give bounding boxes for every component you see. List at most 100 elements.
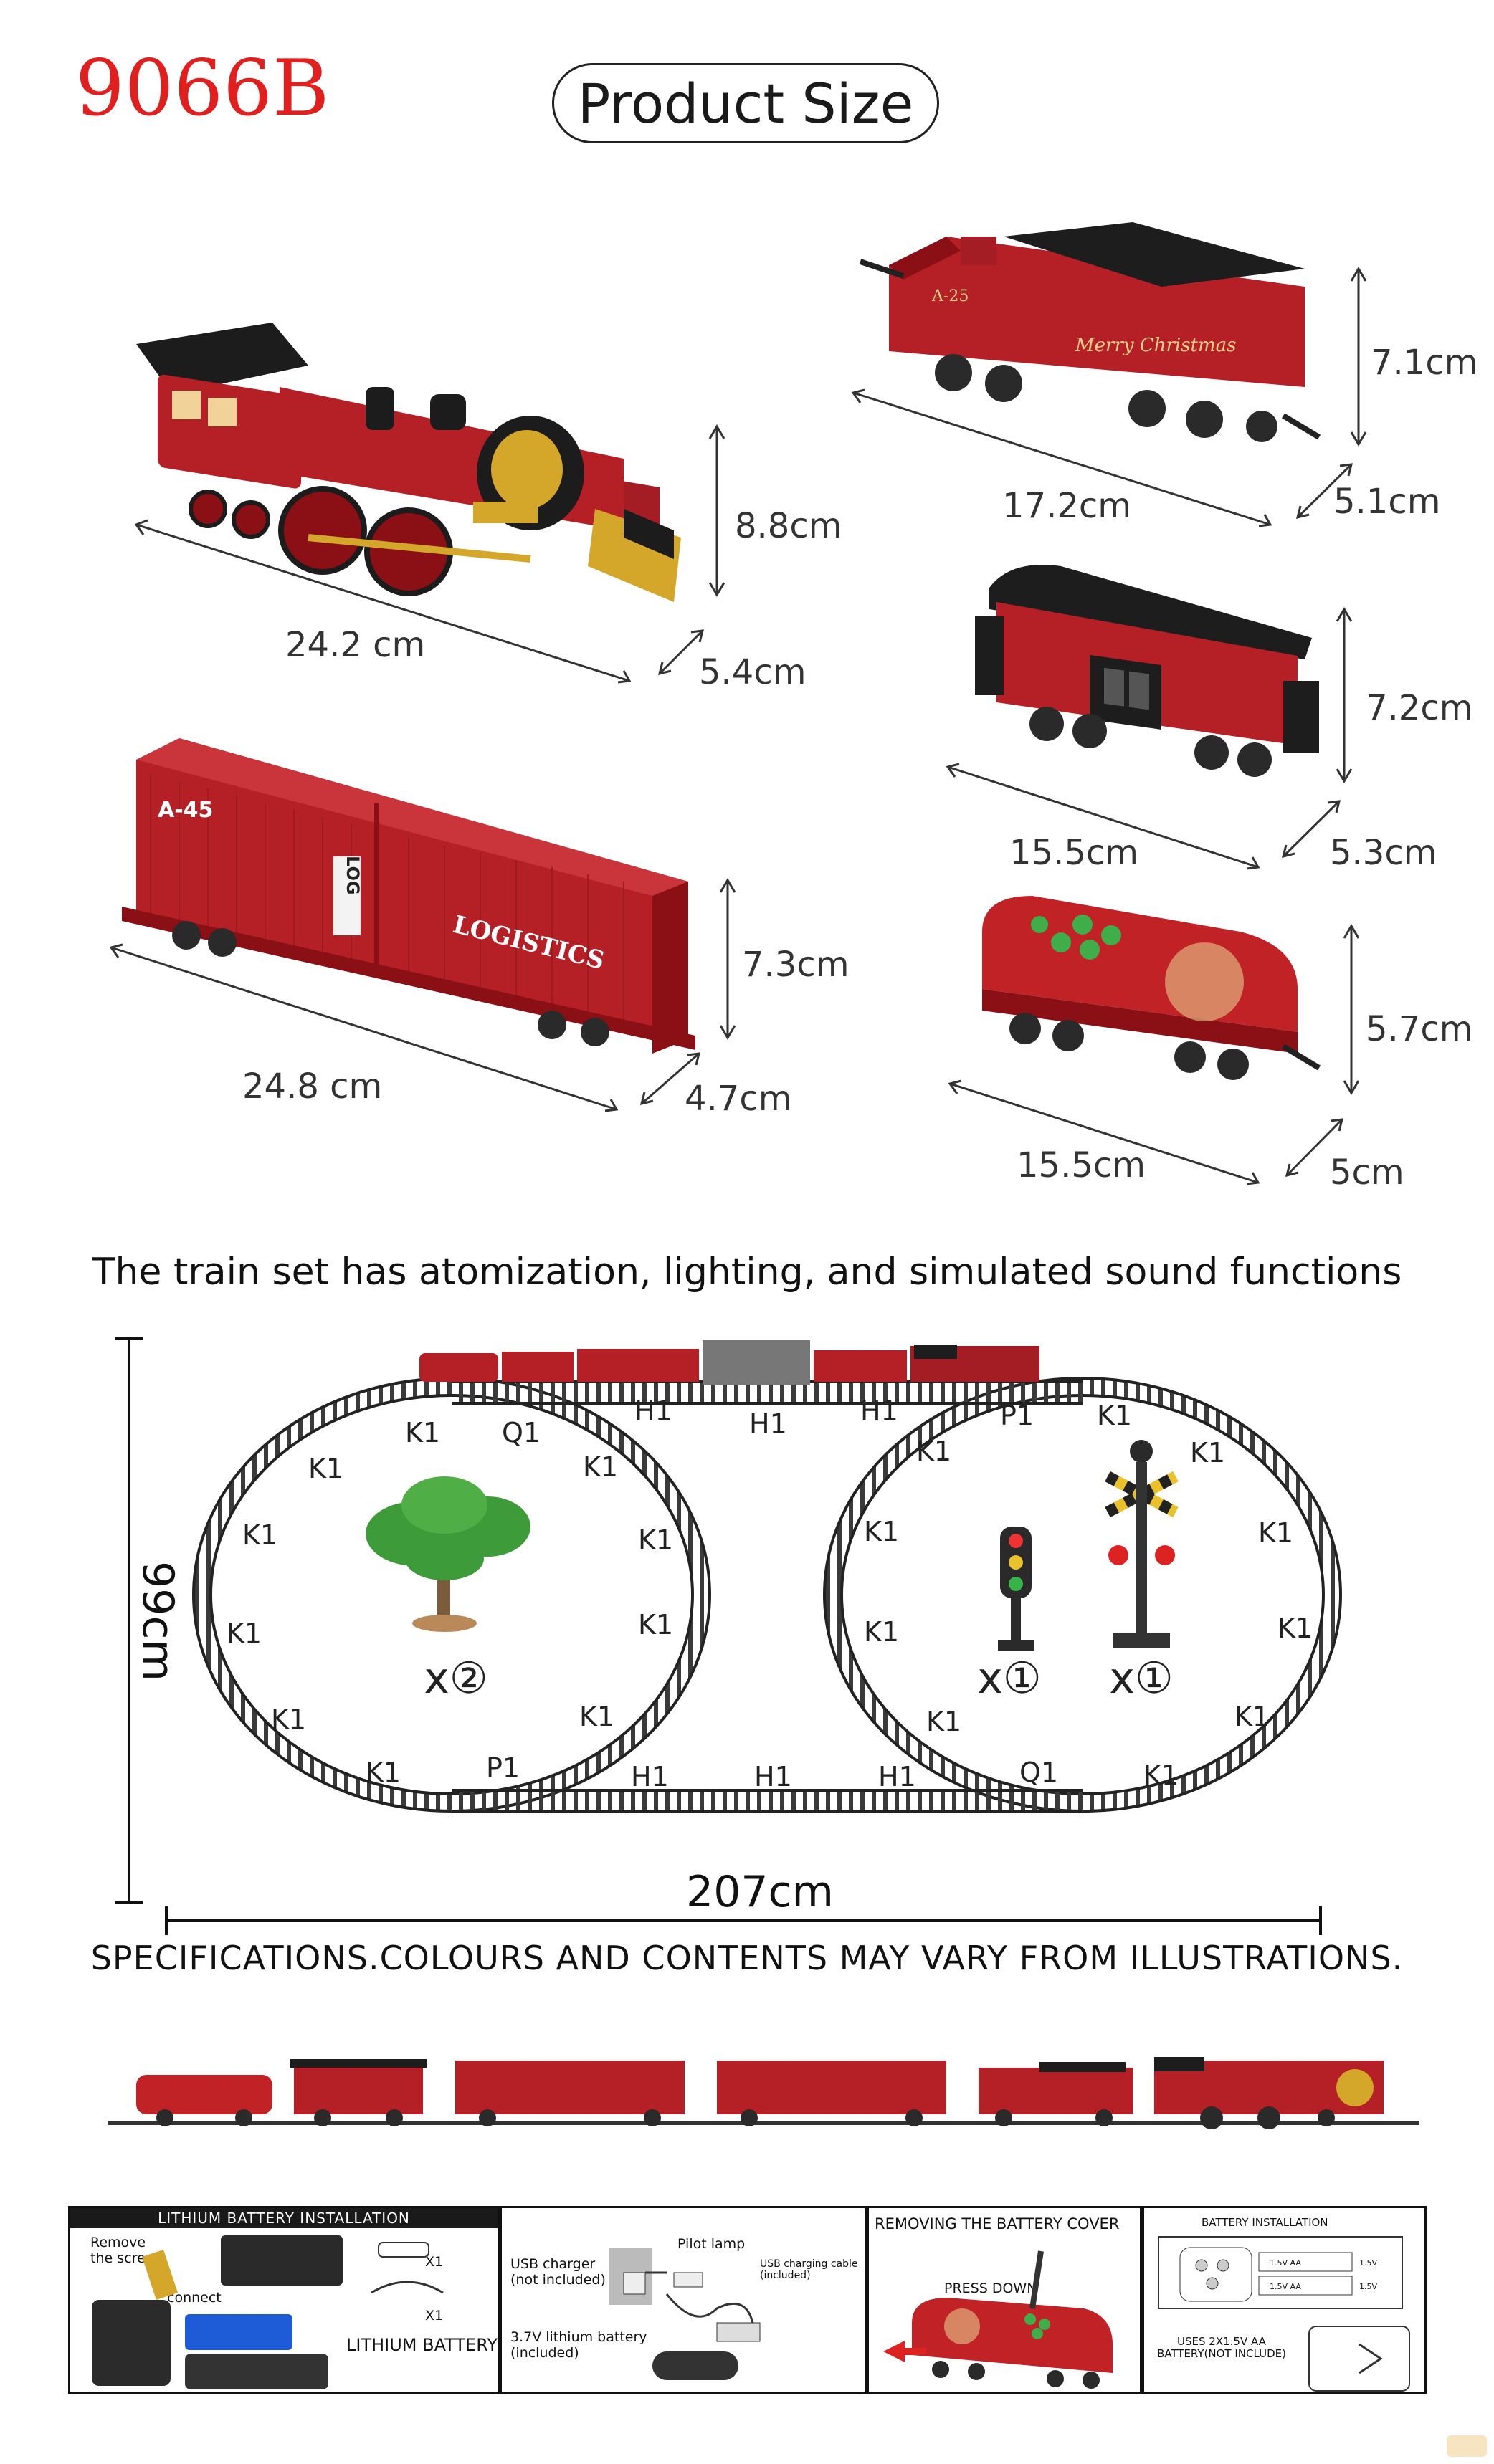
- track-label: K1: [638, 1524, 673, 1556]
- track-label: K1: [308, 1453, 343, 1484]
- container-car-length: 24.8 cm: [242, 1066, 383, 1107]
- usb-charging-panel: Pilot lamp USB charger (not included) US…: [500, 2206, 867, 2394]
- track-label: K1: [579, 1701, 614, 1732]
- full-train-strip: [108, 2057, 1419, 2129]
- remote-car-depth: 5cm: [1330, 1152, 1404, 1193]
- locomotive-depth: 5.4cm: [699, 652, 807, 692]
- container-car-dimension-lines: [109, 878, 736, 1112]
- lithium-battery-text: 3.7V lithium battery (included): [510, 2329, 647, 2361]
- watermark-logo: [1447, 2435, 1487, 2457]
- track-label: K1: [227, 1618, 262, 1649]
- remote-car-image: [982, 896, 1321, 1080]
- track-label: K1: [864, 1616, 899, 1648]
- caboose-length: 15.5cm: [1009, 833, 1139, 873]
- lithium-panel-title: LITHIUM BATTERY INSTALLATION: [70, 2208, 498, 2228]
- aa-battery-panel: BATTERY INSTALLATION 1.5V AA 1.5V AA 1.5…: [1142, 2206, 1427, 2394]
- track-label: K1: [638, 1609, 673, 1641]
- lithium-install-illustration: [92, 2235, 444, 2389]
- track-label: K1: [405, 1417, 440, 1448]
- aa-cell-label: 1.5V AA: [1270, 2258, 1301, 2268]
- locomotive-image: [136, 323, 681, 602]
- remote-car-length: 15.5cm: [1017, 1145, 1146, 1185]
- track-label: K1: [366, 1757, 401, 1788]
- qty-cable: X1: [425, 2254, 444, 2270]
- width-label: 207cm: [686, 1867, 834, 1917]
- track-label: K1: [1143, 1759, 1179, 1791]
- container-car-height: 7.3cm: [742, 945, 850, 985]
- container-log-label: LOG: [343, 856, 363, 895]
- crossing-count: x①: [1109, 1653, 1173, 1704]
- track-label: K1: [583, 1451, 618, 1483]
- aa-cell-short-label: 1.5V: [1359, 2258, 1377, 2268]
- aa-cell-label: 1.5V AA: [1270, 2282, 1301, 2291]
- tender-code: A-25: [931, 287, 969, 305]
- tender-decal: Merry Christmas: [1075, 335, 1237, 356]
- connect-text: connect: [167, 2290, 222, 2306]
- track-label: P1: [1000, 1400, 1034, 1431]
- track-label: K1: [926, 1706, 961, 1737]
- coal-tender-length: 17.2cm: [1002, 486, 1132, 526]
- qty-battery: X1: [425, 2308, 444, 2324]
- locomotive-length: 24.2 cm: [285, 625, 426, 665]
- tree-icon: [366, 1476, 530, 1632]
- caboose-image: [975, 565, 1319, 777]
- aa-battery-title: BATTERY INSTALLATION: [1202, 2216, 1328, 2229]
- battery-cover-title: REMOVING THE BATTERY COVER: [875, 2215, 1120, 2233]
- track-label: K1: [242, 1519, 277, 1551]
- coal-tender-dimension-lines: [851, 267, 1367, 527]
- container-car-image: A-45 LOG LOGISTICS: [122, 738, 695, 1054]
- section-title: Product Size: [577, 71, 914, 135]
- caboose-dimension-lines: [946, 607, 1353, 870]
- lithium-battery-label: LITHIUM BATTERY: [346, 2335, 498, 2355]
- aa-battery-illustration: 1.5V AA 1.5V AA 1.5V 1.5V: [1158, 2236, 1410, 2392]
- signal-count: x①: [977, 1653, 1041, 1704]
- railroad-crossing-icon: [1105, 1440, 1179, 1648]
- track-label: P1: [486, 1752, 520, 1784]
- track-label: H1: [749, 1408, 787, 1440]
- usb-charging-illustration: [609, 2248, 761, 2380]
- locomotive-height: 8.8cm: [735, 506, 842, 546]
- track-layout-diagram: 99cm 207cm x② x①: [115, 1337, 1342, 1935]
- usb-charger-text: USB charger (not included): [510, 2256, 606, 2288]
- press-down-text: PRESS DOWN: [944, 2281, 1037, 2296]
- track-label: K1: [1258, 1517, 1293, 1549]
- pilot-lamp-text: Pilot lamp: [677, 2236, 746, 2252]
- remove-screw-text: Remove the screw: [90, 2235, 157, 2266]
- track-label: K1: [1234, 1701, 1270, 1732]
- track-label: H1: [634, 1395, 672, 1427]
- caboose-height: 7.2cm: [1366, 688, 1473, 728]
- tree-count: x②: [424, 1653, 487, 1704]
- height-label: 99cm: [133, 1561, 183, 1681]
- lithium-battery-panel: LITHIUM BATTERY INSTALLATION Remove the …: [68, 2206, 500, 2394]
- track-label: H1: [878, 1761, 916, 1792]
- features-text: The train set has atomization, lighting,…: [92, 1251, 1402, 1294]
- remote-car-dimension-lines: [948, 924, 1360, 1185]
- disclaimer-text: SPECIFICATIONS.COLOURS AND CONTENTS MAY …: [90, 1939, 1404, 1977]
- track-label: H1: [631, 1761, 669, 1792]
- track-label: H1: [860, 1395, 898, 1427]
- battery-cover-illustration: [883, 2250, 1113, 2389]
- battery-cover-panel: REMOVING THE BATTERY COVER PRESS DOWN: [867, 2206, 1142, 2394]
- traffic-signal-icon: [998, 1527, 1034, 1651]
- coal-tender-depth: 5.1cm: [1333, 482, 1441, 522]
- track-label: Q1: [502, 1417, 541, 1448]
- track-label: K1: [864, 1516, 899, 1547]
- model-number: 9066B: [75, 44, 330, 133]
- locomotive-dimension-lines: [134, 424, 725, 684]
- aa-cell-short-label: 1.5V: [1359, 2282, 1377, 2291]
- track-label: K1: [1190, 1437, 1225, 1469]
- track-label: K1: [1097, 1400, 1132, 1431]
- track-label: H1: [754, 1761, 792, 1792]
- coal-tender-height: 7.1cm: [1371, 343, 1478, 383]
- aa-battery-note: USES 2X1.5V AA BATTERY(NOT INCLUDE): [1157, 2335, 1286, 2361]
- caboose-depth: 5.3cm: [1330, 833, 1437, 873]
- track-label: Q1: [1019, 1757, 1058, 1788]
- coal-tender-image: A-25 Merry Christmas: [859, 222, 1321, 442]
- container-car-code: A-45: [158, 798, 213, 823]
- remote-car-height: 5.7cm: [1366, 1009, 1473, 1049]
- section-title-pill: Product Size: [552, 63, 939, 143]
- track-label: K1: [1277, 1613, 1313, 1644]
- container-car-depth: 4.7cm: [685, 1079, 792, 1119]
- usb-cable-text: USB charging cable (included): [760, 2258, 858, 2282]
- track-label: K1: [916, 1436, 951, 1467]
